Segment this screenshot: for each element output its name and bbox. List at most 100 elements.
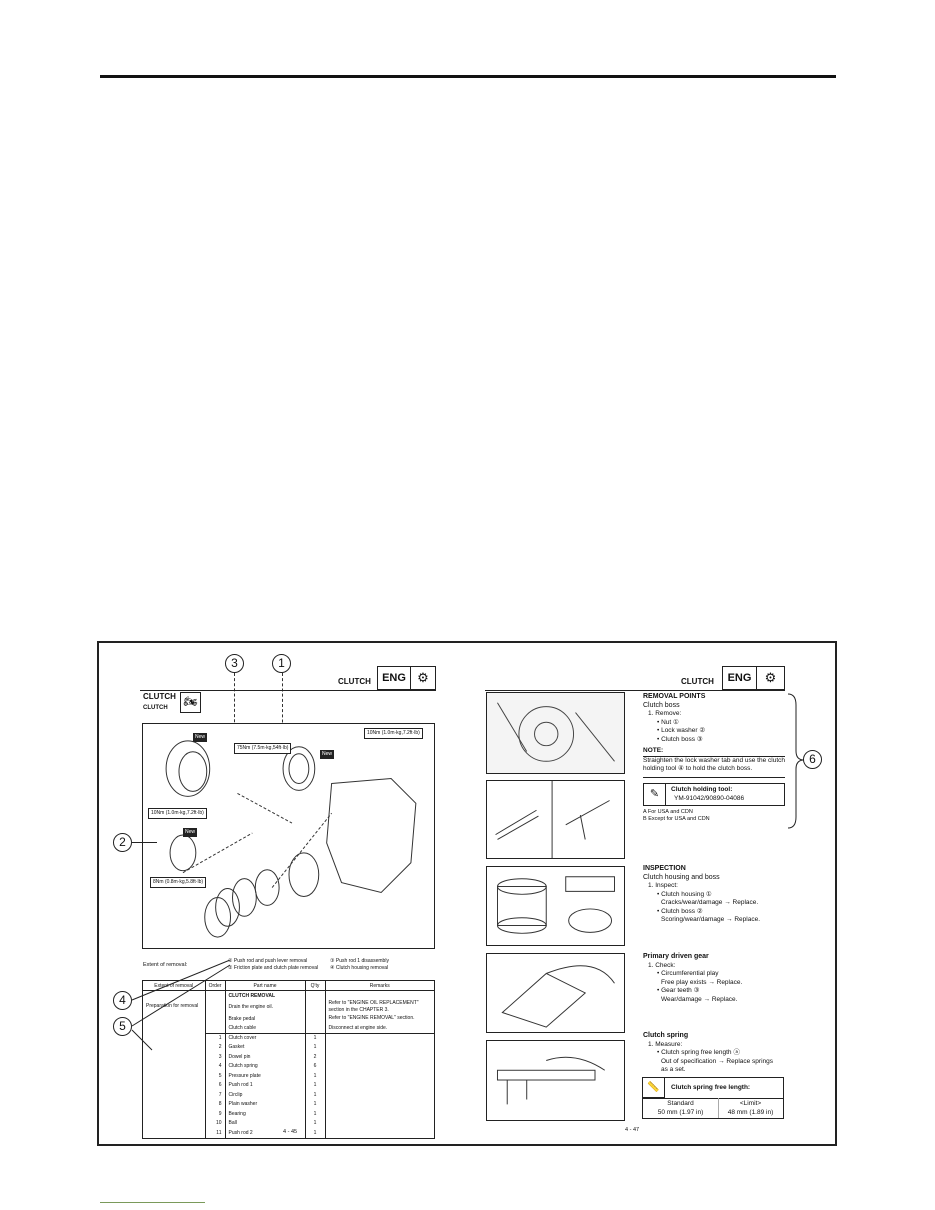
remarks-cell bbox=[324, 1061, 434, 1071]
remarks-cell bbox=[324, 990, 434, 1000]
section-heading: REMOVAL POINTS bbox=[643, 693, 706, 700]
order-cell: 4 bbox=[204, 1061, 225, 1071]
order-cell: 5 bbox=[204, 1071, 225, 1081]
page-number-right: 4 - 47 bbox=[625, 1127, 640, 1133]
new-badge: New bbox=[193, 733, 208, 742]
right-header-title: CLUTCH bbox=[681, 677, 714, 686]
motorcycle-icon: 🏍 bbox=[180, 692, 201, 713]
primary-gear-illustration bbox=[486, 953, 625, 1033]
col-header: Q'ty bbox=[304, 981, 325, 991]
section-heading: INSPECTION bbox=[643, 865, 686, 872]
col-header: Remarks bbox=[324, 981, 434, 991]
note-text: Straighten the lock washer tab and use t… bbox=[643, 757, 785, 778]
part-cell: Push rod 2 bbox=[224, 1128, 305, 1138]
subheading: Clutch boss bbox=[643, 701, 680, 709]
list-item: as a set. bbox=[661, 1066, 686, 1073]
qty-cell: 1 bbox=[304, 1109, 325, 1119]
order-cell: 11 bbox=[204, 1128, 225, 1138]
remarks-cell bbox=[324, 1080, 434, 1090]
qty-cell: 1 bbox=[304, 1032, 325, 1043]
order-cell: 10 bbox=[204, 1118, 225, 1128]
list-item: • Clutch spring free length ⓐ bbox=[657, 1049, 740, 1056]
part-cell: CLUTCH REMOVAL bbox=[224, 990, 305, 1000]
extent-note: ③ Push rod 1 disassembly bbox=[330, 958, 389, 964]
list-item: Scoring/wear/damage → Replace. bbox=[661, 916, 760, 923]
list-item: • Lock washer ② bbox=[657, 727, 706, 734]
page-number-left: 4 - 45 bbox=[283, 1129, 298, 1135]
col-header: Extent of removal bbox=[143, 981, 205, 991]
section-title: CLUTCH bbox=[143, 692, 176, 701]
qty-cell bbox=[304, 990, 325, 1000]
section-subtitle: CLUTCH bbox=[143, 705, 168, 711]
qty-cell: 1 bbox=[304, 1071, 325, 1081]
part-cell: Plain washer bbox=[224, 1099, 305, 1109]
removal-points-section: REMOVAL POINTS Clutch boss 1. Remove: • … bbox=[643, 693, 785, 823]
part-cell: Clutch spring bbox=[224, 1061, 305, 1071]
leader-line bbox=[234, 673, 235, 753]
part-cell: Clutch cover bbox=[224, 1032, 305, 1043]
callout-2: 2 bbox=[113, 833, 132, 852]
remarks-cell bbox=[324, 1090, 434, 1100]
callout-5: 5 bbox=[113, 1017, 132, 1036]
qty-cell bbox=[304, 1023, 325, 1033]
callout-3: 3 bbox=[225, 654, 244, 673]
part-cell: Clutch cable bbox=[224, 1023, 305, 1033]
subheading: Clutch housing and boss bbox=[643, 873, 720, 881]
remarks-cell bbox=[324, 1042, 434, 1052]
callout-1: 1 bbox=[272, 654, 291, 673]
manual-pages-figure bbox=[97, 641, 837, 1146]
list-item: Free play exists → Replace. bbox=[661, 978, 743, 986]
tool-number: YM-91042/90890-04086 bbox=[674, 794, 745, 802]
remarks-cell bbox=[324, 1118, 434, 1128]
remarks-cell: Disconnect at engine side. bbox=[324, 1023, 434, 1033]
standard-value: 50 mm (1.97 in) bbox=[657, 1109, 704, 1116]
order-cell: 7 bbox=[204, 1090, 225, 1100]
list-item: • Clutch boss ③ bbox=[657, 735, 703, 743]
extent-label: Extent of removal: bbox=[143, 962, 188, 968]
new-badge: New bbox=[320, 750, 335, 759]
spring-measure-illustration bbox=[486, 1040, 625, 1121]
extent-note: ④ Clutch housing removal bbox=[330, 965, 389, 971]
part-cell: Drain the engine oil. bbox=[224, 1000, 305, 1014]
inspection-section: INSPECTION Clutch housing and boss 1. In… bbox=[643, 865, 760, 925]
torque-label: 8Nm (0.8m·kg,5.8ft·lb) bbox=[150, 877, 207, 888]
extent-note: ① Push rod and push lever removal bbox=[228, 958, 308, 964]
clutch-housing-illustration bbox=[486, 866, 625, 946]
remarks-cell bbox=[324, 1052, 434, 1062]
list-item: • Nut ① bbox=[657, 718, 679, 726]
remarks-cell bbox=[324, 1032, 434, 1043]
qty-cell: 6 bbox=[304, 1061, 325, 1071]
order-cell: 9 bbox=[204, 1109, 225, 1119]
remarks-cell bbox=[324, 1109, 434, 1119]
primary-gear-section: Primary driven gear 1. Check: • Circumfe… bbox=[643, 953, 742, 1004]
remarks-cell: Refer to "ENGINE OIL REPLACEMENT" sectio… bbox=[324, 1000, 434, 1014]
qty-cell: 1 bbox=[304, 1090, 325, 1100]
engine-icon: ⚙ bbox=[410, 666, 436, 690]
list-item: • Clutch housing ① bbox=[657, 890, 712, 898]
part-cell: Push rod 1 bbox=[224, 1080, 305, 1090]
col-header: Part name bbox=[224, 981, 305, 991]
torque-label: 10Nm (1.0m·kg,7.2ft·lb) bbox=[148, 808, 207, 819]
qty-cell: 1 bbox=[304, 1128, 325, 1138]
order-cell bbox=[204, 1023, 225, 1033]
list-item: Wear/damage → Replace. bbox=[661, 995, 738, 1003]
order-cell bbox=[204, 1014, 225, 1024]
clutch-spring-section: Clutch spring 1. Measure: • Clutch sprin… bbox=[643, 1032, 773, 1075]
leader-line bbox=[282, 673, 283, 738]
remarks-cell bbox=[324, 1071, 434, 1081]
photo-clutch-boss bbox=[486, 692, 625, 774]
callout-6: 6 bbox=[803, 750, 822, 769]
qty-cell: 1 bbox=[304, 1080, 325, 1090]
table-row: Clutch cable Disconnect at engine side. bbox=[143, 1023, 434, 1033]
eng-badge: ENG bbox=[722, 666, 757, 690]
list-item: • Gear teeth ③ bbox=[657, 987, 700, 994]
order-cell: 2 bbox=[204, 1042, 225, 1052]
measure-icon: 📏 bbox=[643, 1078, 665, 1098]
